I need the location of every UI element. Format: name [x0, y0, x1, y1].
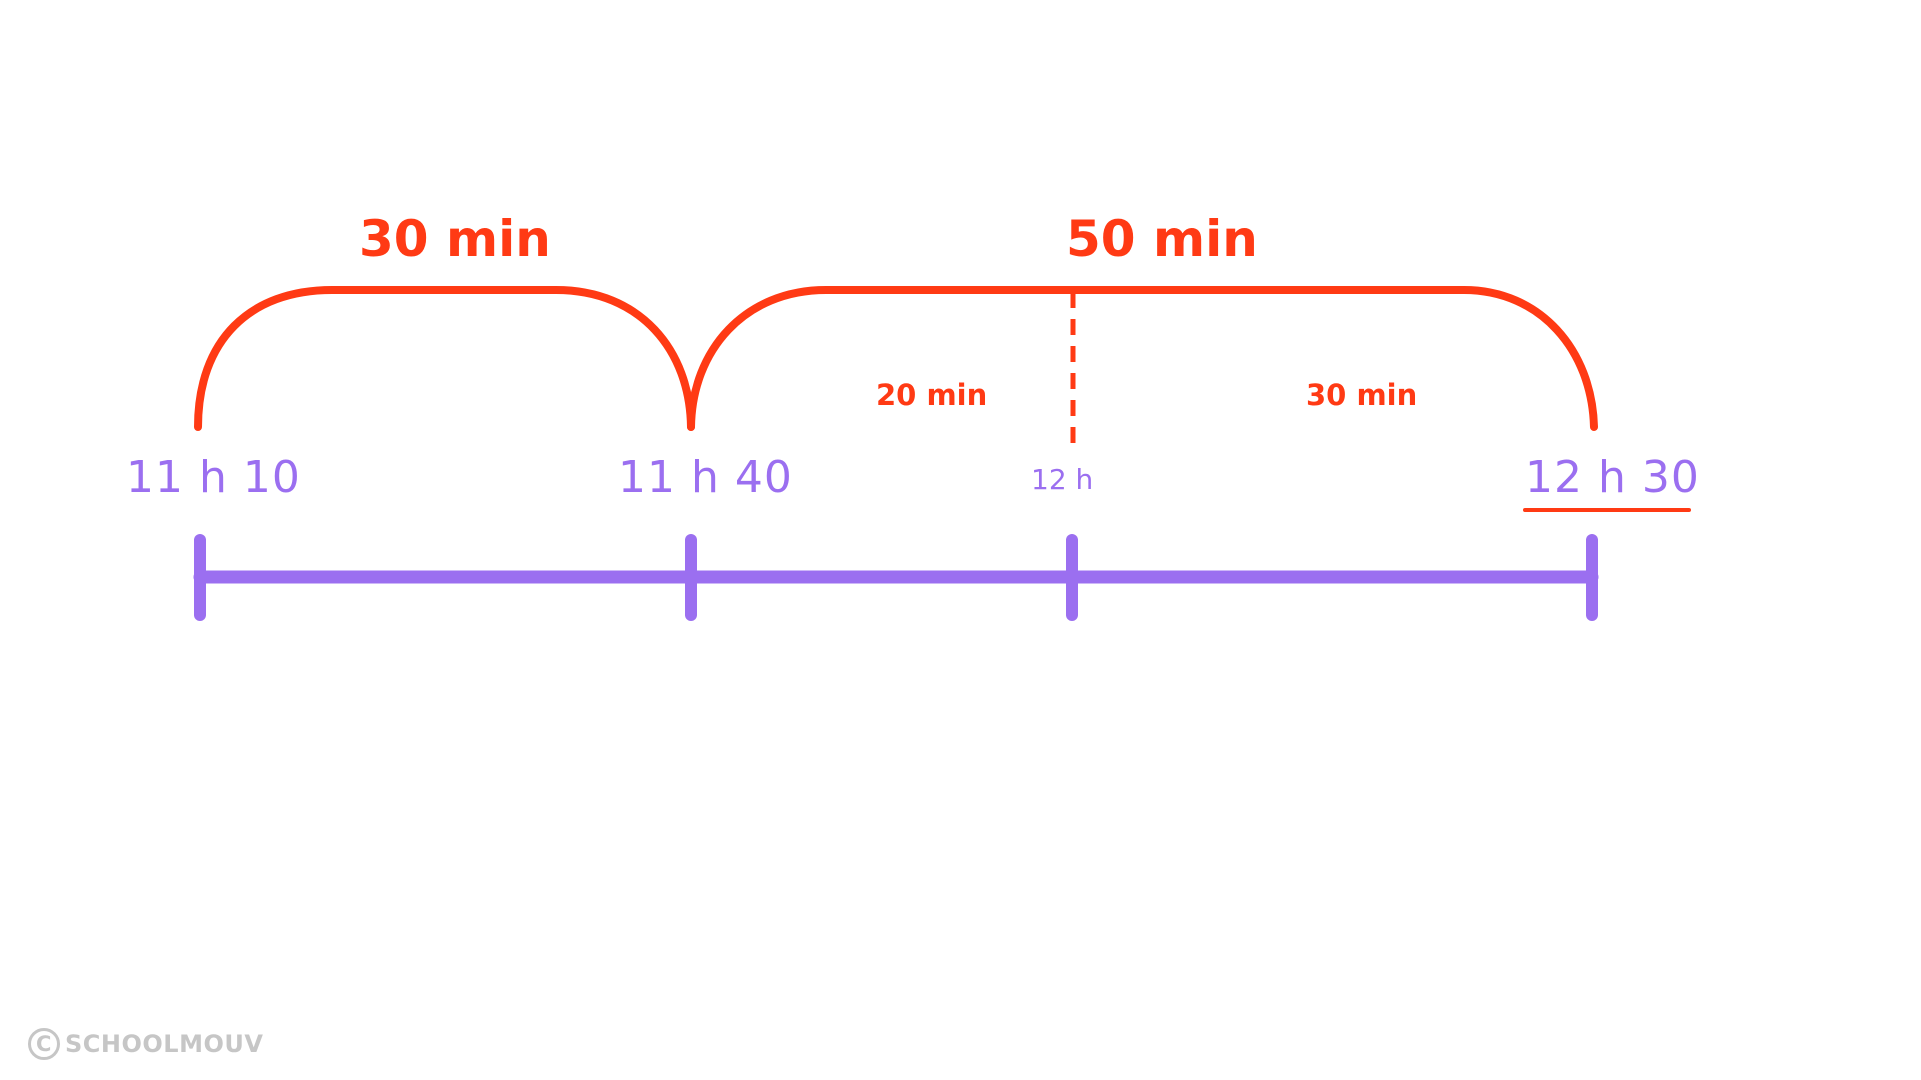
time-label-12h: 12 h: [1031, 463, 1094, 496]
time-label-11h40: 11 h 40: [618, 452, 793, 503]
time-label-12h30-answer: 12 h 30: [1525, 452, 1700, 503]
arc-50-min: [687, 286, 1598, 431]
arc-30-min: [194, 286, 695, 431]
duration-label-30-min: 30 min: [359, 210, 551, 268]
watermark-text: SCHOOLMOUV: [65, 1030, 264, 1058]
duration-label-50-min: 50 min: [1066, 210, 1258, 268]
duration-label-30-min-small: 30 min: [1306, 378, 1418, 412]
time-label-11h10: 11 h 10: [126, 452, 301, 503]
duration-label-20-min: 20 min: [876, 378, 988, 412]
schoolmouv-watermark: C SCHOOLMOUV: [28, 1028, 263, 1060]
copyright-icon: C: [28, 1028, 60, 1060]
